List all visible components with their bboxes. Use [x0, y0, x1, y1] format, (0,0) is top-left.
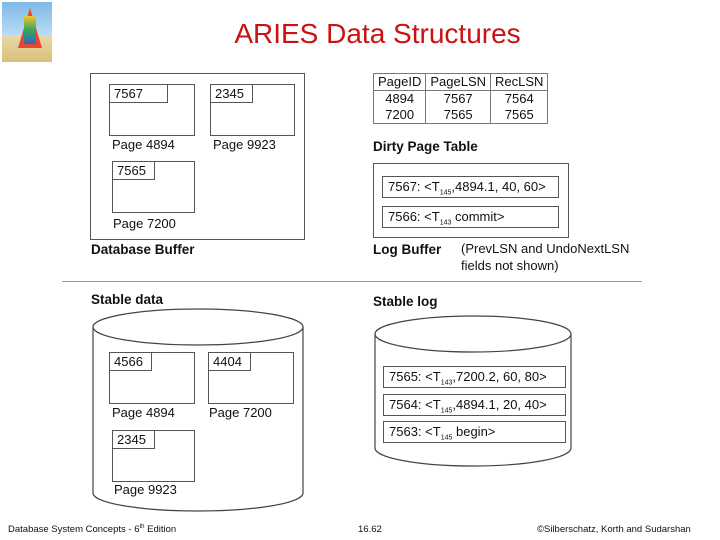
- sailboat-logo: [2, 2, 52, 62]
- page-label: Page 4894: [112, 405, 175, 420]
- footer-right: ©Silberschatz, Korth and Sudarshan: [537, 524, 691, 535]
- page-label: Page 7200: [113, 216, 176, 231]
- page-lsn: 2345: [113, 431, 155, 449]
- disk-page-4894: 4566: [109, 352, 195, 404]
- dirty-page-table-label: Dirty Page Table: [373, 139, 478, 154]
- page-lsn: 4566: [110, 353, 152, 371]
- disk-page-9923: 2345: [112, 430, 195, 482]
- page-label: Page 7200: [209, 405, 272, 420]
- table-cell: 7564: [490, 90, 549, 107]
- dirty-page-table: PageID PageLSN RecLSN 4894 7567 7564 720…: [372, 73, 549, 124]
- stable-data-label: Stable data: [91, 292, 164, 307]
- disk-page-7200: 4404: [208, 352, 294, 404]
- page-label: Page 4894: [112, 137, 175, 152]
- column-header: RecLSN: [490, 73, 549, 91]
- column-header: PageLSN: [425, 73, 492, 91]
- log-record: 7563: <T145 begin>: [383, 421, 566, 443]
- page-label: Page 9923: [213, 137, 276, 152]
- table-cell: 7567: [425, 90, 492, 107]
- buffer-page-4894: 7567: [109, 84, 195, 136]
- table-cell: 7200: [372, 107, 427, 124]
- footer-center: 16.62: [358, 524, 382, 535]
- page-lsn: 7565: [113, 162, 155, 180]
- page-lsn: 2345: [211, 85, 253, 103]
- page-title: ARIES Data Structures: [234, 18, 521, 49]
- buffer-page-9923: 2345: [210, 84, 295, 136]
- table-row: 7200 7565 7565: [372, 107, 549, 124]
- log-record: 7565: <T143,7200.2, 60, 80>: [383, 366, 566, 388]
- log-buffer-label: Log Buffer: [373, 242, 442, 257]
- table-cell: 4894: [372, 90, 427, 107]
- stable-log-disk: [374, 315, 572, 467]
- stable-log-label: Stable log: [373, 294, 438, 309]
- log-record: 7564: <T145,4894.1, 20, 40>: [383, 394, 566, 416]
- buffer-page-7200: 7565: [112, 161, 195, 213]
- footer-left: Database System Concepts - 6th Edition: [8, 524, 177, 536]
- log-record: 7566: <T143 commit>: [382, 206, 559, 228]
- database-buffer-label: Database Buffer: [91, 242, 195, 257]
- log-buffer-note: fields not shown): [461, 258, 559, 273]
- page-lsn: 7567: [110, 85, 168, 103]
- column-header: PageID: [372, 73, 427, 91]
- page-label: Page 9923: [114, 482, 177, 497]
- page-lsn: 4404: [209, 353, 251, 371]
- table-cell: 7565: [425, 107, 492, 124]
- table-cell: 7565: [490, 107, 549, 124]
- divider: [62, 281, 642, 282]
- table-row: 4894 7567 7564: [372, 90, 549, 107]
- log-record: 7567: <T145,4894.1, 40, 60>: [382, 176, 559, 198]
- log-buffer-note: (PrevLSN and UndoNextLSN: [461, 241, 630, 256]
